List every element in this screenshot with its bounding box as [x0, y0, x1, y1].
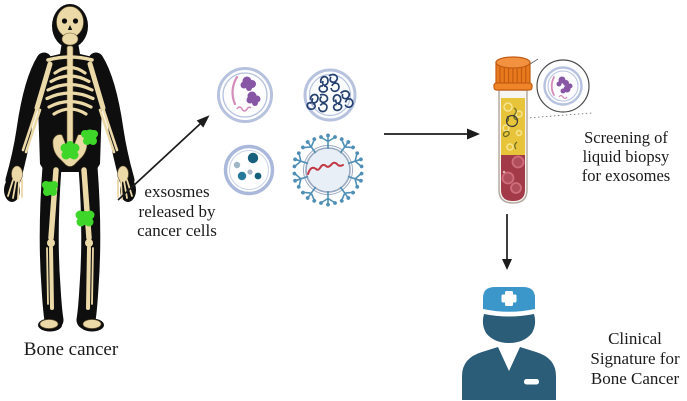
- blood-collection-tube-icon: [493, 56, 593, 204]
- exosome-dna-tangle-icon: [303, 68, 357, 122]
- release-line-3: cancer cells: [137, 221, 217, 240]
- exosome-release-caption: exsosmes released by cancer cells: [124, 182, 230, 241]
- down-arrow: [502, 214, 512, 270]
- exosome-protein-rna-icon: [217, 67, 273, 123]
- clinical-line-1: Clinical: [608, 329, 662, 348]
- clinical-line-2: Signature for: [590, 349, 680, 368]
- screening-line-3: for exosomes: [581, 166, 671, 185]
- exosome-vesicle-dots-icon: [223, 144, 275, 196]
- patient-label: Bone cancer: [23, 339, 119, 360]
- release-line-2: released by: [138, 201, 216, 221]
- release-line-1: exsosmes: [144, 182, 210, 201]
- diagonal-arrow: [117, 115, 210, 201]
- skeleton-with-bone-tumors-icon: [4, 4, 136, 332]
- screening-caption: Screening of liquid biopsy for exosomes: [566, 128, 686, 185]
- highlighted-exosome-ring: [505, 114, 519, 128]
- tumor-spots: [42, 129, 98, 227]
- screening-line-2: liquid biopsy: [582, 147, 670, 166]
- exosome-callout-circle-icon: [536, 59, 590, 113]
- clinical-signature-caption: Clinical Signature for Bone Cancer: [578, 329, 687, 389]
- horizontal-arrow: [384, 128, 480, 140]
- exosome-surface-receptor-icon: [291, 133, 365, 207]
- clinician-icon: [462, 287, 556, 400]
- screening-line-1: Screening of: [584, 128, 668, 147]
- clinical-line-3: Bone Cancer: [590, 369, 680, 388]
